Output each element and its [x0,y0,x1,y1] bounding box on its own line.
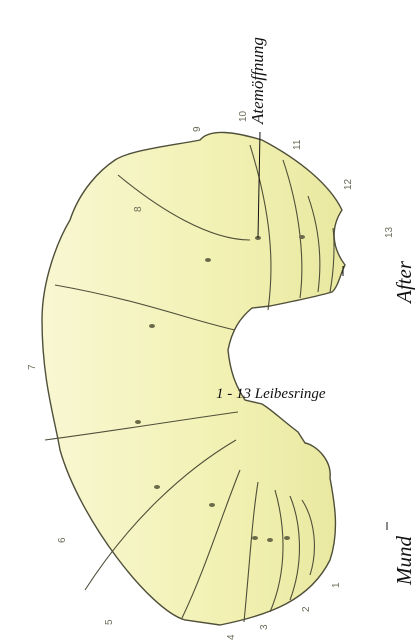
segment-number-6: 6 [57,537,68,543]
segments-label: 1 - 13 Leibesringe [216,386,326,403]
spiracle-dot [149,324,155,328]
segment-number-2: 2 [301,606,312,612]
segment-number-4: 4 [226,634,237,640]
spiracle-dot [252,536,258,540]
anus-label: After [392,261,415,303]
segment-number-3: 3 [259,624,270,630]
segment-number-1: 1 [331,582,342,588]
spiracle-dot [205,258,211,262]
spiracle-label: Atemöffnung [248,37,268,124]
spiracle-dot [299,235,305,239]
spiracle-dot [154,485,160,489]
segment-number-8: 8 [133,206,144,212]
spiracle-dot [135,420,141,424]
segment-number-11: 11 [292,140,303,150]
spiracle-dot [267,538,273,542]
spiracle-dot [284,536,290,540]
mouth-label: Mund [392,536,415,585]
segment-number-9: 9 [192,126,203,132]
segment-number-12: 12 [343,179,354,190]
segment-number-13: 13 [384,227,395,238]
spiracle-dot [209,503,215,507]
segment-number-7: 7 [27,364,38,370]
segment-number-5: 5 [104,619,115,625]
